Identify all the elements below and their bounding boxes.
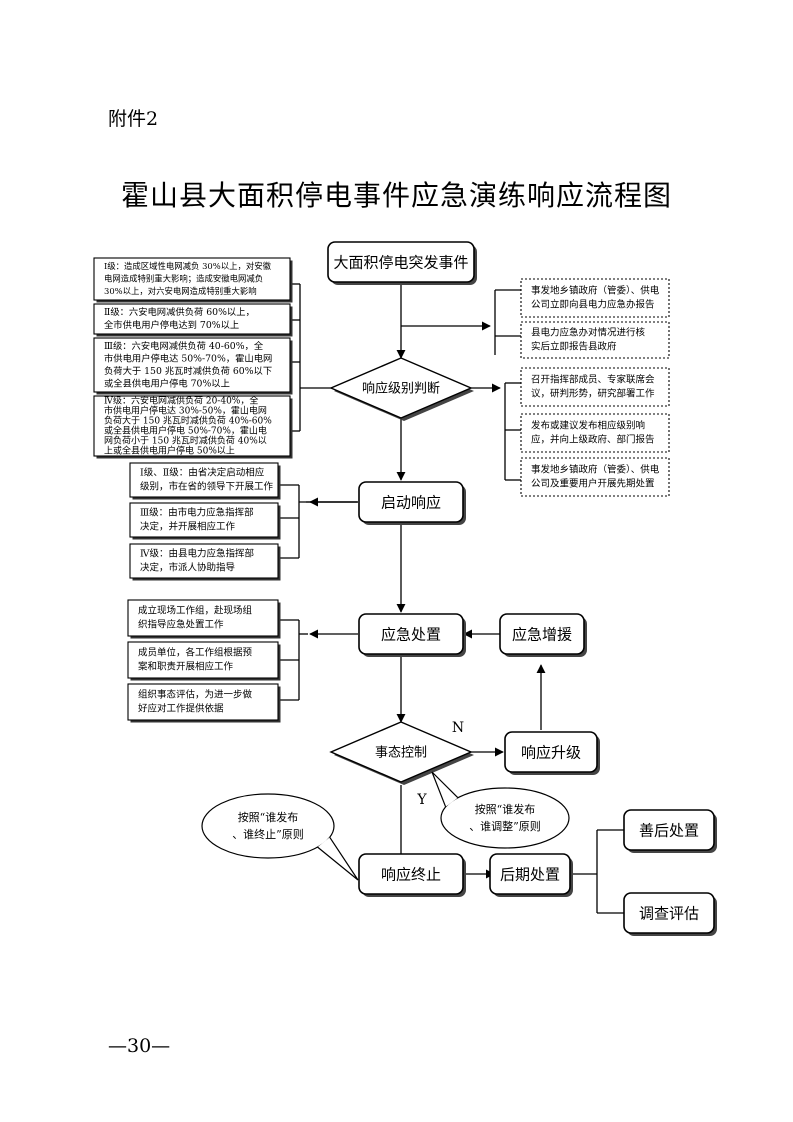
launch-response-box [358, 481, 464, 523]
handle-task-2-box-text: 案和职责开展相应工作 [138, 661, 234, 673]
launch-level-4-box-text: Ⅳ级：由县电力应急指挥部 [140, 548, 254, 560]
report-step-1-box [520, 278, 670, 318]
handle-task-1-box-text: 成立现场工作组，赴现场组 [138, 605, 253, 617]
reinforcement-box-label: 应急增援 [512, 626, 572, 644]
start-event-box-label: 大面积停电突发事件 [333, 254, 468, 272]
response-upgrade-box [504, 731, 598, 773]
level-1-criteria-box-text: Ⅰ级：造成区域性电网减负 30%以上，对安徽 [104, 261, 272, 271]
page-title: 霍山县大面积停电事件应急演练响应流程图 [120, 179, 672, 212]
aftercare-box [623, 809, 715, 851]
end-principle-callout-text: 、谁终止”原则 [232, 827, 304, 841]
adjust-principle-callout-text: 、谁调整”原则 [469, 819, 541, 833]
level-4-criteria-box [93, 395, 291, 457]
judge-action-2-box-text: 发布或建议发布相应级别响 [531, 420, 645, 432]
judge-action-1-box [520, 367, 670, 407]
investigation-box-label: 调查评估 [639, 905, 699, 923]
judge-action-3-box-text: 公司及重要用户开展先期处置 [531, 478, 655, 490]
judge-action-1-box-text: 议，研判形势，研究部署工作 [531, 388, 655, 400]
response-termination-box-label: 响应终止 [381, 866, 441, 884]
situation-control-decision-label: 事态控制 [375, 746, 427, 761]
emergency-handling-box [358, 613, 464, 655]
attachment-label: 附件2 [108, 108, 159, 130]
judge-action-3-box-text: 事发地乡镇政府（管委）、供电 [531, 464, 660, 476]
launch-level-1-2-box-text: 级别，市在省的领导下开展工作 [140, 481, 274, 493]
end-principle-callout-text: 按照“谁发布 [238, 810, 299, 824]
judge-action-2-box [520, 413, 670, 453]
yes-label: Y [416, 792, 427, 808]
report-step-2-box-text: 县电力应急办对情况进行核 [531, 327, 646, 339]
handle-task-3-box [127, 683, 279, 721]
response-level-decision [329, 357, 473, 419]
adjust-principle-callout [440, 787, 570, 849]
launch-level-3-box [129, 502, 279, 538]
handle-task-2-box [127, 641, 279, 679]
level-1-criteria-box [93, 257, 291, 301]
level-2-criteria-box [93, 303, 291, 335]
level-3-criteria-box [93, 337, 291, 393]
investigation-box [623, 892, 715, 934]
level-3-criteria-box-text: 市供电用户停电达 50%-70%，霍山电网 [104, 352, 272, 364]
launch-level-4-box-text: 决定，市派人协助指导 [140, 562, 235, 574]
level-3-criteria-box-text: Ⅲ级：六安电网减供负荷 40-60%，全 [104, 340, 264, 352]
adjust-principle-callout-text: 按照“谁发布 [475, 802, 536, 816]
end-principle-callout-tail [317, 836, 359, 881]
judge-action-2-box-text: 应，并向上级政府、部门报告 [531, 434, 655, 446]
level-4-criteria-box-text: 网负荷小于 150 兆瓦时减供负荷 40%以 [104, 435, 267, 447]
judge-action-3-box [520, 457, 670, 497]
aftercare-box-label: 善后处置 [639, 822, 699, 840]
later-stage-box-label: 后期处置 [500, 866, 560, 884]
report-step-2-box-text: 实后立即报告县政府 [531, 341, 617, 353]
end-principle-callout [201, 793, 335, 859]
level-1-criteria-box-text: 30%以上，对六安电网造成特别重大影响 [104, 286, 257, 296]
handle-task-1-box [127, 599, 279, 637]
level-2-criteria-box-text: 全市供电用户停电达到 70%以上 [104, 319, 239, 331]
launch-level-3-box-text: Ⅲ级：由市电力应急指挥部 [140, 507, 254, 519]
report-step-1-box-text: 公司立即向县电力应急办报告 [531, 299, 655, 311]
judge-action-1-box-text: 召开指挥部成员、专家联席会 [531, 374, 655, 386]
page-number: —30— [108, 1035, 171, 1057]
end-principle-callout-tail-fill [317, 837, 358, 880]
response-level-decision-label: 响应级别判断 [362, 381, 440, 397]
launch-level-4-box [129, 543, 279, 579]
level-4-criteria-box-text: 上或全县供电用户停电 50%以上 [104, 445, 235, 457]
situation-control-decision [329, 721, 473, 783]
level-4-criteria-box-text: 或全县供电用户停电 50%-70%，霍山电 [104, 425, 267, 437]
later-stage-box [489, 853, 571, 895]
emergency-handling-box-label: 应急处置 [381, 626, 441, 644]
report-step-1-box-text: 事发地乡镇政府（管委）、供电 [531, 285, 660, 297]
adjust-principle-callout-tail [431, 771, 459, 808]
handle-task-3-box-text: 好应对工作提供依据 [138, 703, 224, 715]
reinforcement-box [499, 613, 585, 655]
level-2-criteria-box-text: Ⅱ级：六安电网减供负荷 60%以上， [104, 306, 255, 318]
start-event-box [327, 241, 475, 283]
handle-task-1-box-text: 织指导应急处置工作 [138, 619, 224, 631]
launch-level-1-2-box [129, 462, 279, 498]
launch-level-3-box-text: 决定，并开展相应工作 [140, 521, 236, 533]
report-step-2-box [520, 321, 670, 359]
level-4-criteria-box-text: Ⅳ级：六安电网减供负荷 20-40%，全 [104, 395, 258, 407]
launch-level-1-2-box-text: Ⅰ级、Ⅱ级：由省决定启动相应 [140, 467, 265, 479]
level-4-criteria-box-text: 市供电用户停电达 30%-50%，霍山电网 [104, 405, 267, 417]
level-1-criteria-box-text: 电网造成特别重大影响；造成安徽电网减负 [104, 274, 263, 284]
level-3-criteria-box-text: 或全县供电用户停电 70%以上 [104, 377, 230, 389]
adjust-principle-callout-tail-fill [432, 772, 458, 807]
response-upgrade-box-label: 响应升级 [521, 744, 581, 762]
launch-response-box-label: 启动响应 [381, 494, 441, 512]
level-4-criteria-box-text: 负荷大于 150 兆瓦时减供负荷 40%-60% [104, 415, 272, 427]
handle-task-2-box-text: 成员单位，各工作组根据预 [138, 647, 253, 659]
no-label: N [452, 720, 464, 736]
response-termination-box [358, 853, 464, 895]
handle-task-3-box-text: 组织事态评估，为进一步做 [138, 689, 253, 701]
level-3-criteria-box-text: 负荷大于 150 兆瓦时减供负荷 60%以下 [104, 365, 272, 377]
